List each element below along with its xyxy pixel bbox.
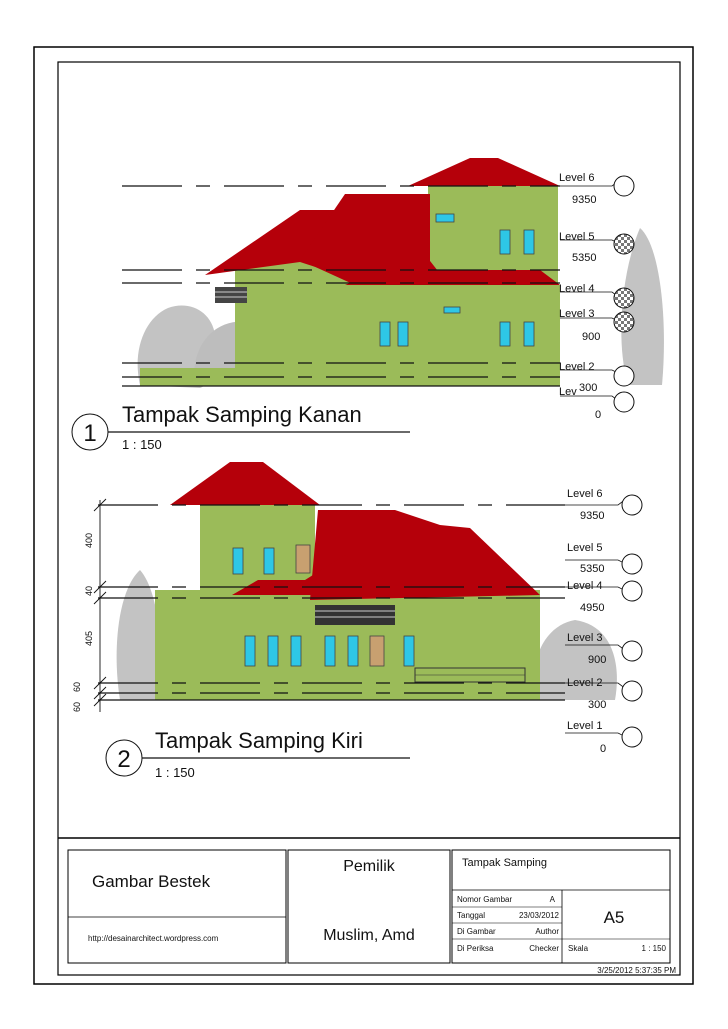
window-lower-3 [290, 635, 302, 667]
window-lower-3 [499, 321, 511, 347]
di-gambar-value: Author [535, 927, 559, 936]
roof-top [170, 462, 320, 505]
tanggal-value: 23/03/2012 [519, 911, 560, 920]
sheet-number: A5 [604, 908, 625, 927]
timestamp: 3/25/2012 5:37:35 PM [597, 966, 676, 975]
level-value: 300 [588, 699, 606, 711]
tree-right [621, 228, 664, 385]
owner-name: Muslim, Amd [323, 927, 415, 944]
level-label: Level 5 [567, 542, 602, 554]
level-value: 9350 [572, 194, 596, 206]
window-lower-4 [523, 321, 535, 347]
level-value: 0 [595, 409, 601, 421]
view-title: Tampak Samping Kiri [155, 728, 363, 753]
window-upper-1 [499, 229, 511, 255]
window-lower-5 [347, 635, 359, 667]
level-value: 5350 [572, 252, 596, 264]
view-scale: 1 : 150 [155, 765, 195, 780]
level-value: 9350 [580, 510, 604, 522]
window-lower-1 [379, 321, 391, 347]
level-value: 4950 [580, 602, 604, 614]
level-label: Level 3 [559, 308, 594, 320]
window-upper-2 [523, 229, 535, 255]
tanggal-label: Tanggal [457, 911, 485, 920]
view-number: 2 [117, 746, 130, 773]
level-value: 900 [588, 654, 606, 666]
owner-label: Pemilik [343, 858, 396, 875]
skala-label: Skala [568, 944, 589, 953]
dimension-text: 60 [72, 702, 82, 712]
view-number: 1 [83, 420, 96, 447]
dimension-text: 60 [72, 682, 82, 692]
dimension-text: 40 [84, 586, 94, 596]
level-label: Level 1 [567, 720, 602, 732]
dimension-text: 405 [84, 631, 94, 646]
base-wall [155, 684, 540, 700]
vent-panel [315, 605, 395, 625]
level-value: 300 [579, 382, 597, 394]
di-gambar-label: Di Gambar [457, 927, 496, 936]
di-periksa-value: Checker [529, 944, 559, 953]
view-scale: 1 : 150 [122, 437, 162, 452]
di-periksa-label: Di Periksa [457, 944, 494, 953]
main-wall [155, 590, 540, 686]
inner-border [57, 61, 681, 976]
roof-gable [305, 555, 385, 580]
tree-right [533, 620, 617, 700]
roof-middle [300, 194, 430, 285]
door-upper [295, 544, 311, 574]
level-label: Level 2 [567, 677, 602, 689]
dimension-text: 400 [84, 533, 94, 548]
level-label: Level 6 [559, 172, 594, 184]
website-link: http://desainarchitect.wordpress.com [88, 934, 219, 943]
upper-tower-wall [428, 185, 558, 285]
level-label: Level 4 [567, 580, 602, 592]
elevation-left: 400 40 405 60 60 Level 6 9350 Level 5 53… [72, 462, 643, 755]
level-label: Level 6 [567, 488, 602, 500]
window-lower-6 [403, 635, 415, 667]
level-label: Lev [559, 386, 577, 398]
window-lower-2 [397, 321, 409, 347]
nomor-gambar-label: Nomor Gambar [457, 895, 512, 904]
project-name: Gambar Bestek [92, 872, 211, 891]
tree-left [116, 570, 161, 700]
title-block [58, 837, 680, 964]
window-upper-small [435, 213, 455, 223]
dimension-chain [93, 498, 107, 712]
elevation-right: Level 6 9350 Level 5 5350 Level 4 Level … [122, 158, 664, 421]
door-lower [369, 635, 385, 667]
level-value: 900 [582, 331, 600, 343]
level-label: Level 2 [559, 361, 594, 373]
window-upper-2 [263, 547, 275, 575]
level-label: Level 5 [559, 231, 594, 243]
window-upper-1 [232, 547, 244, 575]
window-lower-2 [267, 635, 279, 667]
roof-top [408, 158, 560, 186]
view-title: Tampak Samping Kanan [122, 402, 362, 427]
level-value: 0 [600, 743, 606, 755]
vent-left [215, 287, 247, 303]
level-label: Level 4 [559, 283, 594, 295]
window-lower-small [443, 306, 461, 314]
outer-border [33, 46, 694, 985]
level-value: 5350 [580, 563, 604, 575]
sheet-title: Tampak Samping [462, 857, 547, 869]
window-lower-4 [324, 635, 336, 667]
skala-value: 1 : 150 [642, 944, 667, 953]
nomor-gambar-value: A [550, 895, 556, 904]
window-lower-1 [244, 635, 256, 667]
roof-eave [345, 270, 560, 285]
level-label: Level 3 [567, 632, 602, 644]
